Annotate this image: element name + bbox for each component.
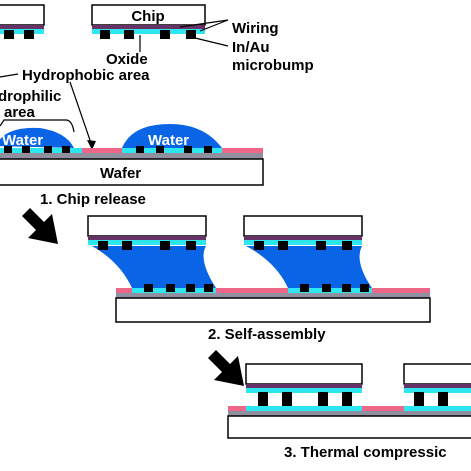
oxide-layer [92,29,205,34]
wiring-callout-line-2 [199,19,229,32]
chip-body [403,363,471,385]
wafer-body [0,158,264,186]
water-bridge-right [246,246,372,288]
self-assembly-stage [87,215,431,323]
microbump [100,30,110,39]
step-2-arrow [208,350,244,386]
step-1-label: 1. Chip release [40,191,146,208]
hydrophobic-callout-left [0,73,19,78]
microbump [186,30,196,39]
microbump [160,30,170,39]
hydrophobic-label: Hydrophobic area [22,67,150,84]
chip-label: Chip [131,8,164,25]
chip-left-partial [0,4,45,39]
water-droplet-right [122,124,222,148]
hydrophilic-label-1: drophilic [0,88,61,105]
wafer-body [227,415,471,439]
water-label-right: Water [148,132,189,149]
wafer-label: Wafer [100,165,141,182]
step-1-arrow [22,208,58,244]
water-label-left: Water [2,132,43,149]
chip-body [87,215,207,237]
hydrophilic-bracket [0,119,75,133]
water-droplet-left [0,127,74,148]
hydrophobic-strip [222,148,263,153]
step-2-label: 2. Self-assembly [208,326,326,343]
chip-body [243,215,363,237]
wafer-wiring [0,153,263,159]
wiring-label: Wiring [232,20,279,37]
water-bridge-left [92,246,216,288]
chip-body [245,363,363,385]
microbump-label-2: microbump [232,57,314,74]
wiring-callout-line [179,19,229,28]
wafer-body [115,297,431,323]
microbump [124,30,134,39]
microbump-label-1: In/Au [232,39,270,56]
hydrophobic-strip [82,148,122,153]
thermal-compression-stage [227,363,471,439]
microbump-callout-line [194,37,229,47]
oxide-label: Oxide [106,51,148,68]
step-3-label: 3. Thermal compressic [284,444,447,461]
hydrophobic-arrowhead [87,140,96,150]
wiring-layer [92,25,205,29]
hydrophilic-label-2: area [4,104,36,121]
wafer-with-water: Water Water Wafer [0,124,264,186]
hydrophobic-callout-line [69,81,93,147]
wafer-oxide [0,148,263,153]
chip-labeled: Chip [91,4,206,39]
